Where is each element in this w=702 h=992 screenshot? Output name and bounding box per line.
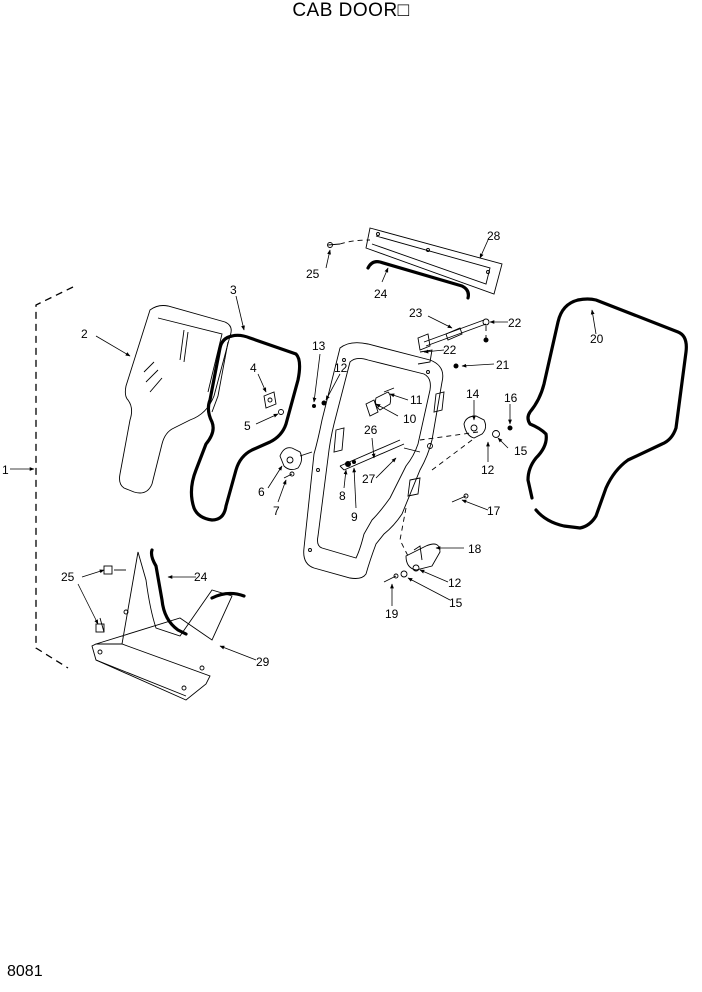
callout-4: 4 [250,361,257,375]
frame-hardware [312,387,395,467]
hinge-bolt [283,471,295,479]
lower-seal [149,548,246,636]
callout-1: 1 [2,463,9,477]
top-plate [327,227,503,295]
callout-2: 2 [81,327,88,341]
callout-17: 17 [487,504,501,518]
callout-20: 20 [590,332,604,346]
wiper-motor [419,415,513,471]
callout-23: 23 [409,306,423,320]
hinge-bracket [383,507,441,583]
page-code: 8081 [7,963,43,980]
latch-part [263,391,277,409]
callout-16: 16 [504,391,518,405]
callout-9: 9 [351,510,358,524]
top-seal [366,260,470,300]
callout-28: 28 [487,229,501,243]
callout-3: 3 [230,283,237,297]
callout-24b: 24 [194,570,208,584]
callout-22a: 22 [508,316,522,330]
callout-5: 5 [244,419,251,433]
callout-22b: 22 [443,343,457,357]
gas-strut [417,318,490,365]
callout-15a: 15 [514,444,528,458]
callout-25a: 25 [306,267,320,281]
callout-26: 26 [364,423,378,437]
door-frame [303,342,445,579]
callout-13: 13 [312,339,326,353]
diagram-title: CAB DOOR□ [292,0,410,21]
callout-labels: 1 2 3 4 5 6 7 8 9 10 11 12 12 12 13 14 1… [2,229,604,669]
callout-19: 19 [385,607,399,621]
callout-12c: 12 [448,576,462,590]
callout-7: 7 [273,504,280,518]
callout-15b: 15 [449,596,463,610]
callout-8: 8 [339,489,346,503]
hinge-part [279,447,313,471]
callout-12b: 12 [481,463,495,477]
callout-29: 29 [256,655,270,669]
lower-panel [91,551,233,701]
callout-18: 18 [468,542,482,556]
callout-11: 11 [410,393,423,407]
callout-14: 14 [466,387,480,401]
callout-6: 6 [258,485,265,499]
door-glass [119,305,232,494]
callout-10: 10 [403,412,417,426]
callout-27: 27 [362,472,376,486]
strut-hardware [453,326,489,369]
right-seal [526,297,688,530]
leader-lines [77,239,597,661]
glass-seal [189,333,302,522]
bolt-17 [451,493,469,503]
callout-25b: 25 [61,570,75,584]
assembly-bracket [10,286,74,669]
callout-21: 21 [496,358,510,372]
callout-24a: 24 [374,287,388,301]
latch-screw [278,409,284,415]
callout-12a: 12 [334,361,348,375]
